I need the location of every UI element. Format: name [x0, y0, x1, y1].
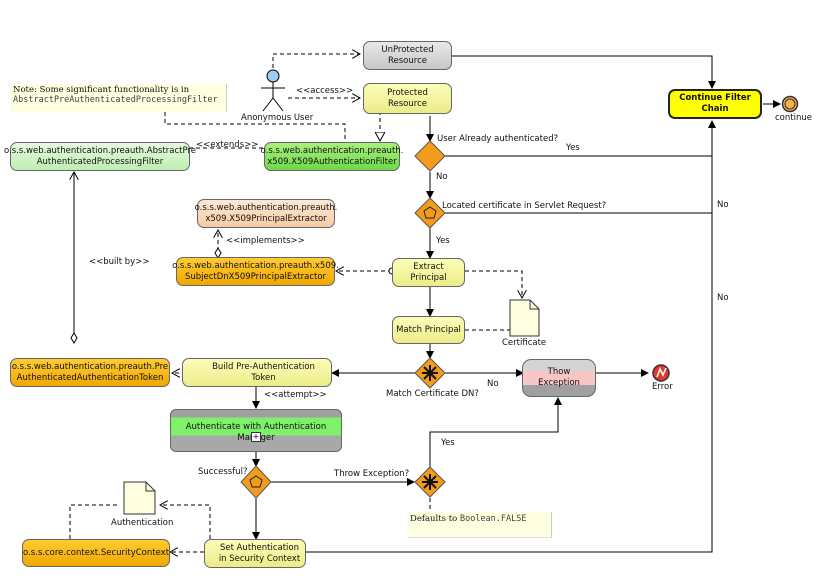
access-label: <<access>>: [296, 86, 354, 96]
authentication-document-icon: [123, 481, 156, 515]
error-label: Error: [652, 382, 673, 392]
built-by-label: <<built by>>: [89, 257, 150, 267]
x509-authentication-filter-class[interactable]: o.s.s.web.authentication.preauth. x509.X…: [261, 142, 403, 171]
anonymous-user-label: Anonymous User: [241, 113, 314, 123]
association-lines: [69, 54, 522, 552]
subject-dn-extractor-class[interactable]: o.s.s.web.authentication.preauth.x509. S…: [172, 257, 339, 286]
implements-label: <<implements>>: [226, 236, 305, 246]
yes-label: Yes: [566, 143, 580, 153]
x509-principal-extractor-class[interactable]: o.s.s.web.authentication.preauth. x509.X…: [195, 199, 337, 228]
extends-label: <<extends>>: [196, 140, 259, 150]
gateway-user-authenticated: [414, 140, 446, 172]
continue-end-event-icon: [781, 95, 799, 113]
no-label: No: [487, 379, 499, 389]
gateway-throw-exception: [414, 466, 446, 498]
yes-label: Yes: [436, 236, 450, 246]
bottom-note: Defaults to Boolean.FALSE: [408, 512, 552, 538]
no-label: No: [717, 293, 729, 303]
gateway-successful: [240, 465, 272, 499]
continue-label: continue: [775, 113, 812, 123]
error-end-event-icon: [652, 364, 670, 382]
top-note: Note: Some significant functionality is …: [11, 84, 227, 112]
continue-filter-chain-node[interactable]: Continue Filter Chain: [668, 89, 762, 119]
bottom-note-text: Defaults to: [410, 514, 458, 524]
authentication-label: Authentication: [111, 518, 174, 528]
successful-label: Successful?: [198, 467, 248, 477]
located-certificate-label: Located certificate in Servlet Request?: [442, 201, 607, 211]
user-already-authenticated-label: User Already authenticated?: [437, 134, 559, 144]
abstract-preauth-filter-class[interactable]: o.s.s.web.authentication.preauth.Abstrac…: [4, 142, 196, 171]
authenticate-with-authentication-manager-node[interactable]: Authenticate with Authentication Manager: [170, 409, 342, 452]
bottom-note-code: Boolean.FALSE: [459, 514, 527, 524]
match-certificate-dn-label: Match Certificate DN?: [386, 389, 479, 399]
match-principal-node[interactable]: Match Principal: [392, 316, 465, 344]
no-label: No: [436, 172, 448, 182]
certificate-document-icon: [509, 299, 540, 337]
no-label: No: [717, 200, 729, 210]
anonymous-user-actor-icon: [261, 69, 285, 112]
extract-principal-node[interactable]: Extract Principal: [392, 258, 465, 287]
protected-resource-node[interactable]: Protected Resource: [363, 83, 452, 114]
security-context-class[interactable]: o.s.s.core.context.SecurityContext: [22, 539, 170, 567]
throw-exception-question-label: Throw Exception?: [334, 469, 410, 479]
gateway-located-certificate: [414, 197, 446, 229]
attempt-label: <<attempt>>: [264, 390, 327, 400]
flow-lines: [74, 55, 781, 553]
thow-exception-node[interactable]: Thow Exception: [522, 359, 596, 397]
top-note-text: Note: Some significant functionality is …: [13, 85, 190, 95]
pre-authenticated-token-class[interactable]: o.s.s.web.authentication.preauth.Pre Aut…: [10, 358, 170, 387]
unprotected-resource-node[interactable]: UnProtected Resource: [363, 41, 452, 70]
set-authentication-node[interactable]: Set Authentication in Security Context: [204, 539, 306, 568]
expand-subprocess-icon[interactable]: +: [251, 432, 261, 442]
yes-label: Yes: [441, 438, 455, 448]
certificate-label: Certificate: [502, 338, 547, 348]
gateway-match-certificate-dn: [414, 357, 446, 389]
top-note-code: AbstractPreAuthenticatedProcessingFilter: [13, 95, 218, 105]
build-pre-authentication-token-node[interactable]: Build Pre-Authentication Token: [182, 358, 332, 387]
